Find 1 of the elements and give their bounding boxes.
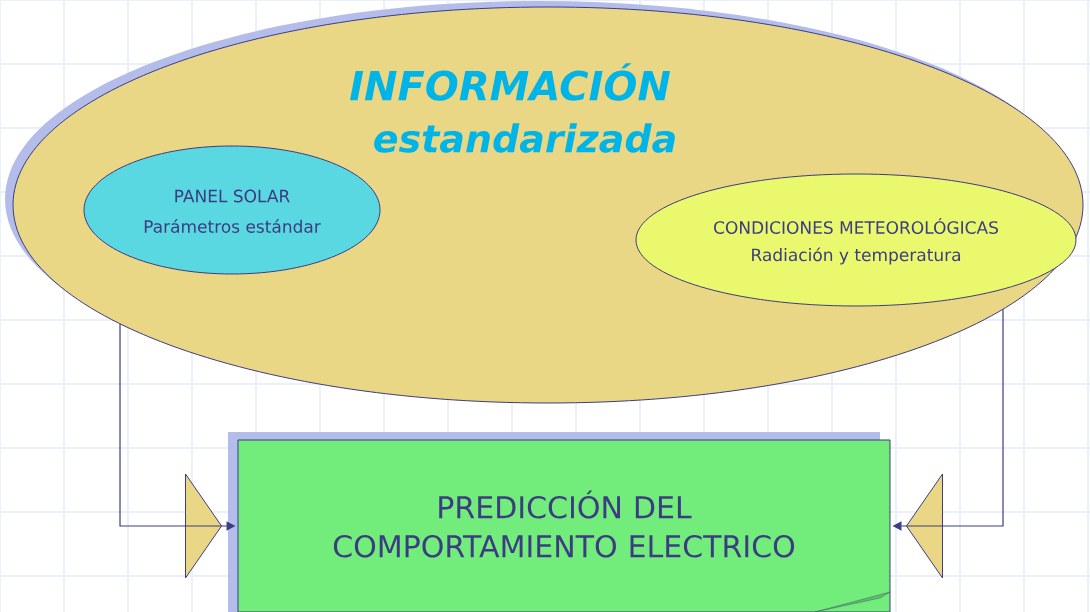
note-box: PREDICCIÓN DEL COMPORTAMIENTO ELECTRICO	[228, 432, 891, 612]
